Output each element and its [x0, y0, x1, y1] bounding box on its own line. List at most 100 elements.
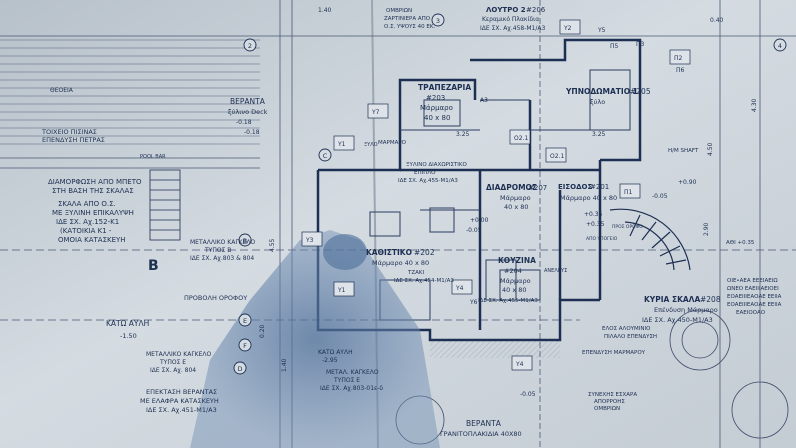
label-right-5: ΕΑΕΙΟΟΑΟ — [736, 310, 766, 316]
shadow-head — [323, 234, 367, 270]
svg-text:0.40: 0.40 — [710, 17, 724, 24]
label-xylino-1: ΞΥΛΙΝΟ ΔΙΑΧΩΡΙΣΤΙΚΟ — [406, 162, 468, 168]
label-kagkelo-e-1: ΜΕΤΑΛΛΙΚΟ ΚΑΓΚΕΛΟ — [146, 351, 211, 358]
furniture — [369, 69, 631, 301]
svg-text:4.50: 4.50 — [707, 142, 714, 156]
svg-text:+0.35: +0.35 — [586, 221, 605, 228]
svg-text:#201: #201 — [590, 183, 609, 191]
svg-text:Μάρμαρο 40 x 80: Μάρμαρο 40 x 80 — [372, 259, 429, 267]
svg-text:#202: #202 — [414, 248, 435, 257]
svg-text:ΙΔΕ ΣΧ. Αχ.458-Μ1/Α3: ΙΔΕ ΣΧ. Αχ.458-Μ1/Α3 — [480, 25, 546, 32]
svg-text:#204: #204 — [504, 267, 522, 275]
svg-text:Y7: Y7 — [371, 109, 380, 116]
label-toixeio-2: ΕΠΕΝΔΥΣΗ ΠΕΤΡΑΣ — [42, 136, 105, 144]
svg-text:4: 4 — [778, 42, 782, 50]
label-kouzina-ref: ΙΔΕ ΣΧ. Αχ.455-Μ1/Α3 — [478, 298, 538, 304]
label-pros-orofo: ΠΡΟΣ ΟΡΟΦΟ — [612, 224, 643, 230]
label-kagkelo-b-2: ΤΥΠΟΣ Β — [204, 247, 231, 254]
svg-text:E: E — [243, 317, 247, 325]
svg-text:3.25: 3.25 — [592, 131, 606, 138]
room-kyria-skala: ΚΥΡΙΑ ΣΚΑΛΑ #208 Επένδυση Μάρμαρο ΙΔΕ ΣΧ… — [642, 295, 721, 324]
label-right-3: ΕΟΑΕΙΙΙΕΑΟΑΕ ΕΕΙΙΑ — [727, 294, 782, 300]
label-diamorfosi-1: ΔΙΑΜΟΡΦΩΣΗ ΑΠΟ ΜΠΕΤΟ — [48, 178, 142, 186]
left-stair — [149, 169, 181, 241]
svg-text:-0.05: -0.05 — [520, 391, 536, 398]
svg-text:#205: #205 — [630, 87, 651, 96]
svg-text:ξύλο: ξύλο — [590, 98, 605, 106]
svg-text:-0.18: -0.18 — [244, 129, 260, 136]
label-xylo: ΞΥΛΟ — [364, 142, 378, 148]
room-labels: ΤΡΑΠΕΖΑΡΙΑ #203 Μάρμαρο 40 x 80 ΥΠΝΟΔΩΜΑ… — [366, 6, 721, 324]
svg-text:-0.05: -0.05 — [466, 227, 482, 234]
label-ombrion-top: ΟΜΒΡΙΩΝ — [386, 8, 412, 14]
svg-text:Y1: Y1 — [337, 287, 346, 294]
window-tags: Y1 Y2 Y3 Y7 Y4 Y4 Y1 Π2 Π1 Ο2.1 Ο2.1 Α3 … — [305, 25, 685, 368]
label-kagkelo-2-3: ΙΔΕ ΣΧ. Αχ.803-01ε-δ — [320, 385, 383, 392]
svg-text:3.25: 3.25 — [456, 131, 470, 138]
label-marmaro: ΜΑΡΜΑΡΟ — [378, 140, 407, 146]
label-skala-2: ΜΕ ΞΥΛΙΝΗ ΕΠΙΚΑΛΥΨΗ — [52, 209, 134, 217]
label-skala-4: (ΚΑΤΟΙΚΙΑ Κ1 - — [60, 227, 112, 235]
svg-text:ΕΙΣΟΔΟΣ: ΕΙΣΟΔΟΣ — [558, 183, 592, 191]
svg-text:-0.05: -0.05 — [652, 193, 668, 200]
label-kato-avli-2: ΚΑΤΩ ΑΥΛΗ — [318, 349, 353, 356]
label-level-abs: ΑΘΙ +0.35 — [726, 240, 755, 246]
svg-text:Π2: Π2 — [674, 55, 683, 62]
svg-text:ΔΙΑΔΡΟΜΟΣ: ΔΙΑΔΡΟΜΟΣ — [486, 183, 537, 192]
svg-text:ΚΟΥΖΙΝΑ: ΚΟΥΖΙΝΑ — [498, 256, 536, 265]
svg-text:Y5: Y5 — [597, 27, 606, 34]
label-zardiniera-1: ΖΑΡΤΙΝΙΕΡΑ ΑΠΟ — [384, 16, 431, 22]
label-elos-1: ΕΛΟΣ ΑΛΟΥΜΙΝΙΟ — [602, 326, 651, 332]
svg-text:Β: Β — [243, 237, 247, 245]
label-skala-3: ΙΔΕ ΣΧ. Αχ.152-Κ1 — [56, 218, 119, 226]
svg-text:Y4: Y4 — [515, 361, 524, 368]
svg-text:Μάρμαρο: Μάρμαρο — [500, 277, 531, 285]
dimension-values: 4.55 4.30 4.50 3.25 3.25 0.20 1.40 2.90 … — [259, 7, 758, 372]
label-epektasi-1: ΕΠΕΚΤΑΣΗ ΒΕΡΑΝΤΑΣ — [146, 388, 217, 396]
label-kagkelo-2-2: ΤΥΠΟΣ Ε — [333, 377, 360, 384]
label-veranta-bottom: ΒΕΡΑΝΤΑ — [466, 419, 502, 428]
grid-bubbles — [233, 13, 787, 375]
svg-text:ΚΥΡΙΑ ΣΚΑΛΑ: ΚΥΡΙΑ ΣΚΑΛΑ — [644, 295, 700, 304]
svg-text:4.30: 4.30 — [751, 98, 758, 112]
label-toixeio-1: ΤΟΙΧΕΙΟ ΠΙΣΙΝΑΣ — [41, 128, 97, 136]
label-anelkystiras: ΑΝΕΛΚΥΣ — [544, 268, 567, 274]
label-skala-5: ΟΜΟΙΑ ΚΑΤΑΣΚΕΥΗ — [58, 236, 126, 244]
section-b-marker: Β — [148, 258, 159, 274]
label-kagkelo-e-3: ΙΔΕ ΣΧ. Αχ. 804 — [150, 367, 196, 374]
svg-text:Ο2.1: Ο2.1 — [514, 135, 528, 142]
svg-text:Ο2.1: Ο2.1 — [550, 153, 564, 160]
room-loutro-2: ΛΟΥΤΡΟ 2 #206 Κεραμικό Πλακίδια ΙΔΕ ΣΧ. … — [480, 6, 546, 32]
svg-text:Y6: Y6 — [469, 299, 478, 306]
svg-text:Επένδυση Μάρμαρο: Επένδυση Μάρμαρο — [654, 306, 718, 314]
svg-text:40 x 80: 40 x 80 — [424, 114, 450, 122]
room-kouzina: ΚΟΥΖΙΝΑ #204 Μάρμαρο 40 x 80 — [498, 256, 536, 294]
label-sinexis-1: ΣΥΝΕΧΗΣ ΕΣΧΑΡΑ — [588, 392, 637, 398]
svg-text:4.55: 4.55 — [269, 238, 276, 252]
label-kato-avli: ΚΑΤΩ ΑΥΛΗ — [106, 319, 149, 328]
label-right-2: ΩΝΕΟ ΕΑΕΙΙΙΑΕΙΟΕΙ — [727, 286, 779, 292]
svg-text:+0.35: +0.35 — [584, 211, 603, 218]
label-epektasi-2: ΜΕ ΕΛΑΦΡΑ ΚΑΤΑΣΚΕΥΗ — [140, 397, 219, 405]
label-epektasi-3: ΙΔΕ ΣΧ. Αχ.451-Μ1/Α3 — [146, 406, 217, 414]
label-sinexis-3: ΟΜΒΡΙΩΝ — [594, 406, 620, 412]
label-veranta-top: ΒΕΡΑΝΤΑ — [230, 97, 266, 106]
svg-text:Π6: Π6 — [676, 67, 685, 74]
room-diadromos: ΔΙΑΔΡΟΜΟΣ #207 Μάρμαρο 40 x 80 — [486, 183, 547, 211]
svg-text:#203: #203 — [426, 94, 445, 102]
svg-text:0.20: 0.20 — [259, 324, 266, 338]
label-kagkelo-b-3: ΙΔΕ ΣΧ. Αχ.803 & 804 — [190, 255, 254, 262]
label-provoli: ΠΡΟΒΟΛΗ ΟΡΟΦΟΥ — [184, 294, 247, 302]
label-odos: ΘΕΟΕΙΑ — [50, 87, 74, 94]
svg-text:2.90: 2.90 — [703, 222, 710, 236]
svg-text:ΚΑΘΙΣΤΙΚΟ: ΚΑΘΙΣΤΙΚΟ — [366, 248, 412, 257]
room-eisodos: ΕΙΣΟΔΟΣ #201 Μάρμαρο 40 x 80 — [558, 183, 617, 202]
label-kato-avli-level: -1.50 — [120, 332, 137, 340]
svg-text:+0.00: +0.00 — [470, 217, 489, 224]
photographer-shadow — [190, 230, 440, 448]
label-kato-avli-2-level: -2.95 — [322, 357, 338, 364]
label-xylino-3: ΙΔΕ ΣΧ. Αχ.455-Μ1/Α3 — [398, 178, 458, 184]
svg-text:Y3: Y3 — [305, 237, 314, 244]
svg-text:2: 2 — [248, 42, 252, 50]
